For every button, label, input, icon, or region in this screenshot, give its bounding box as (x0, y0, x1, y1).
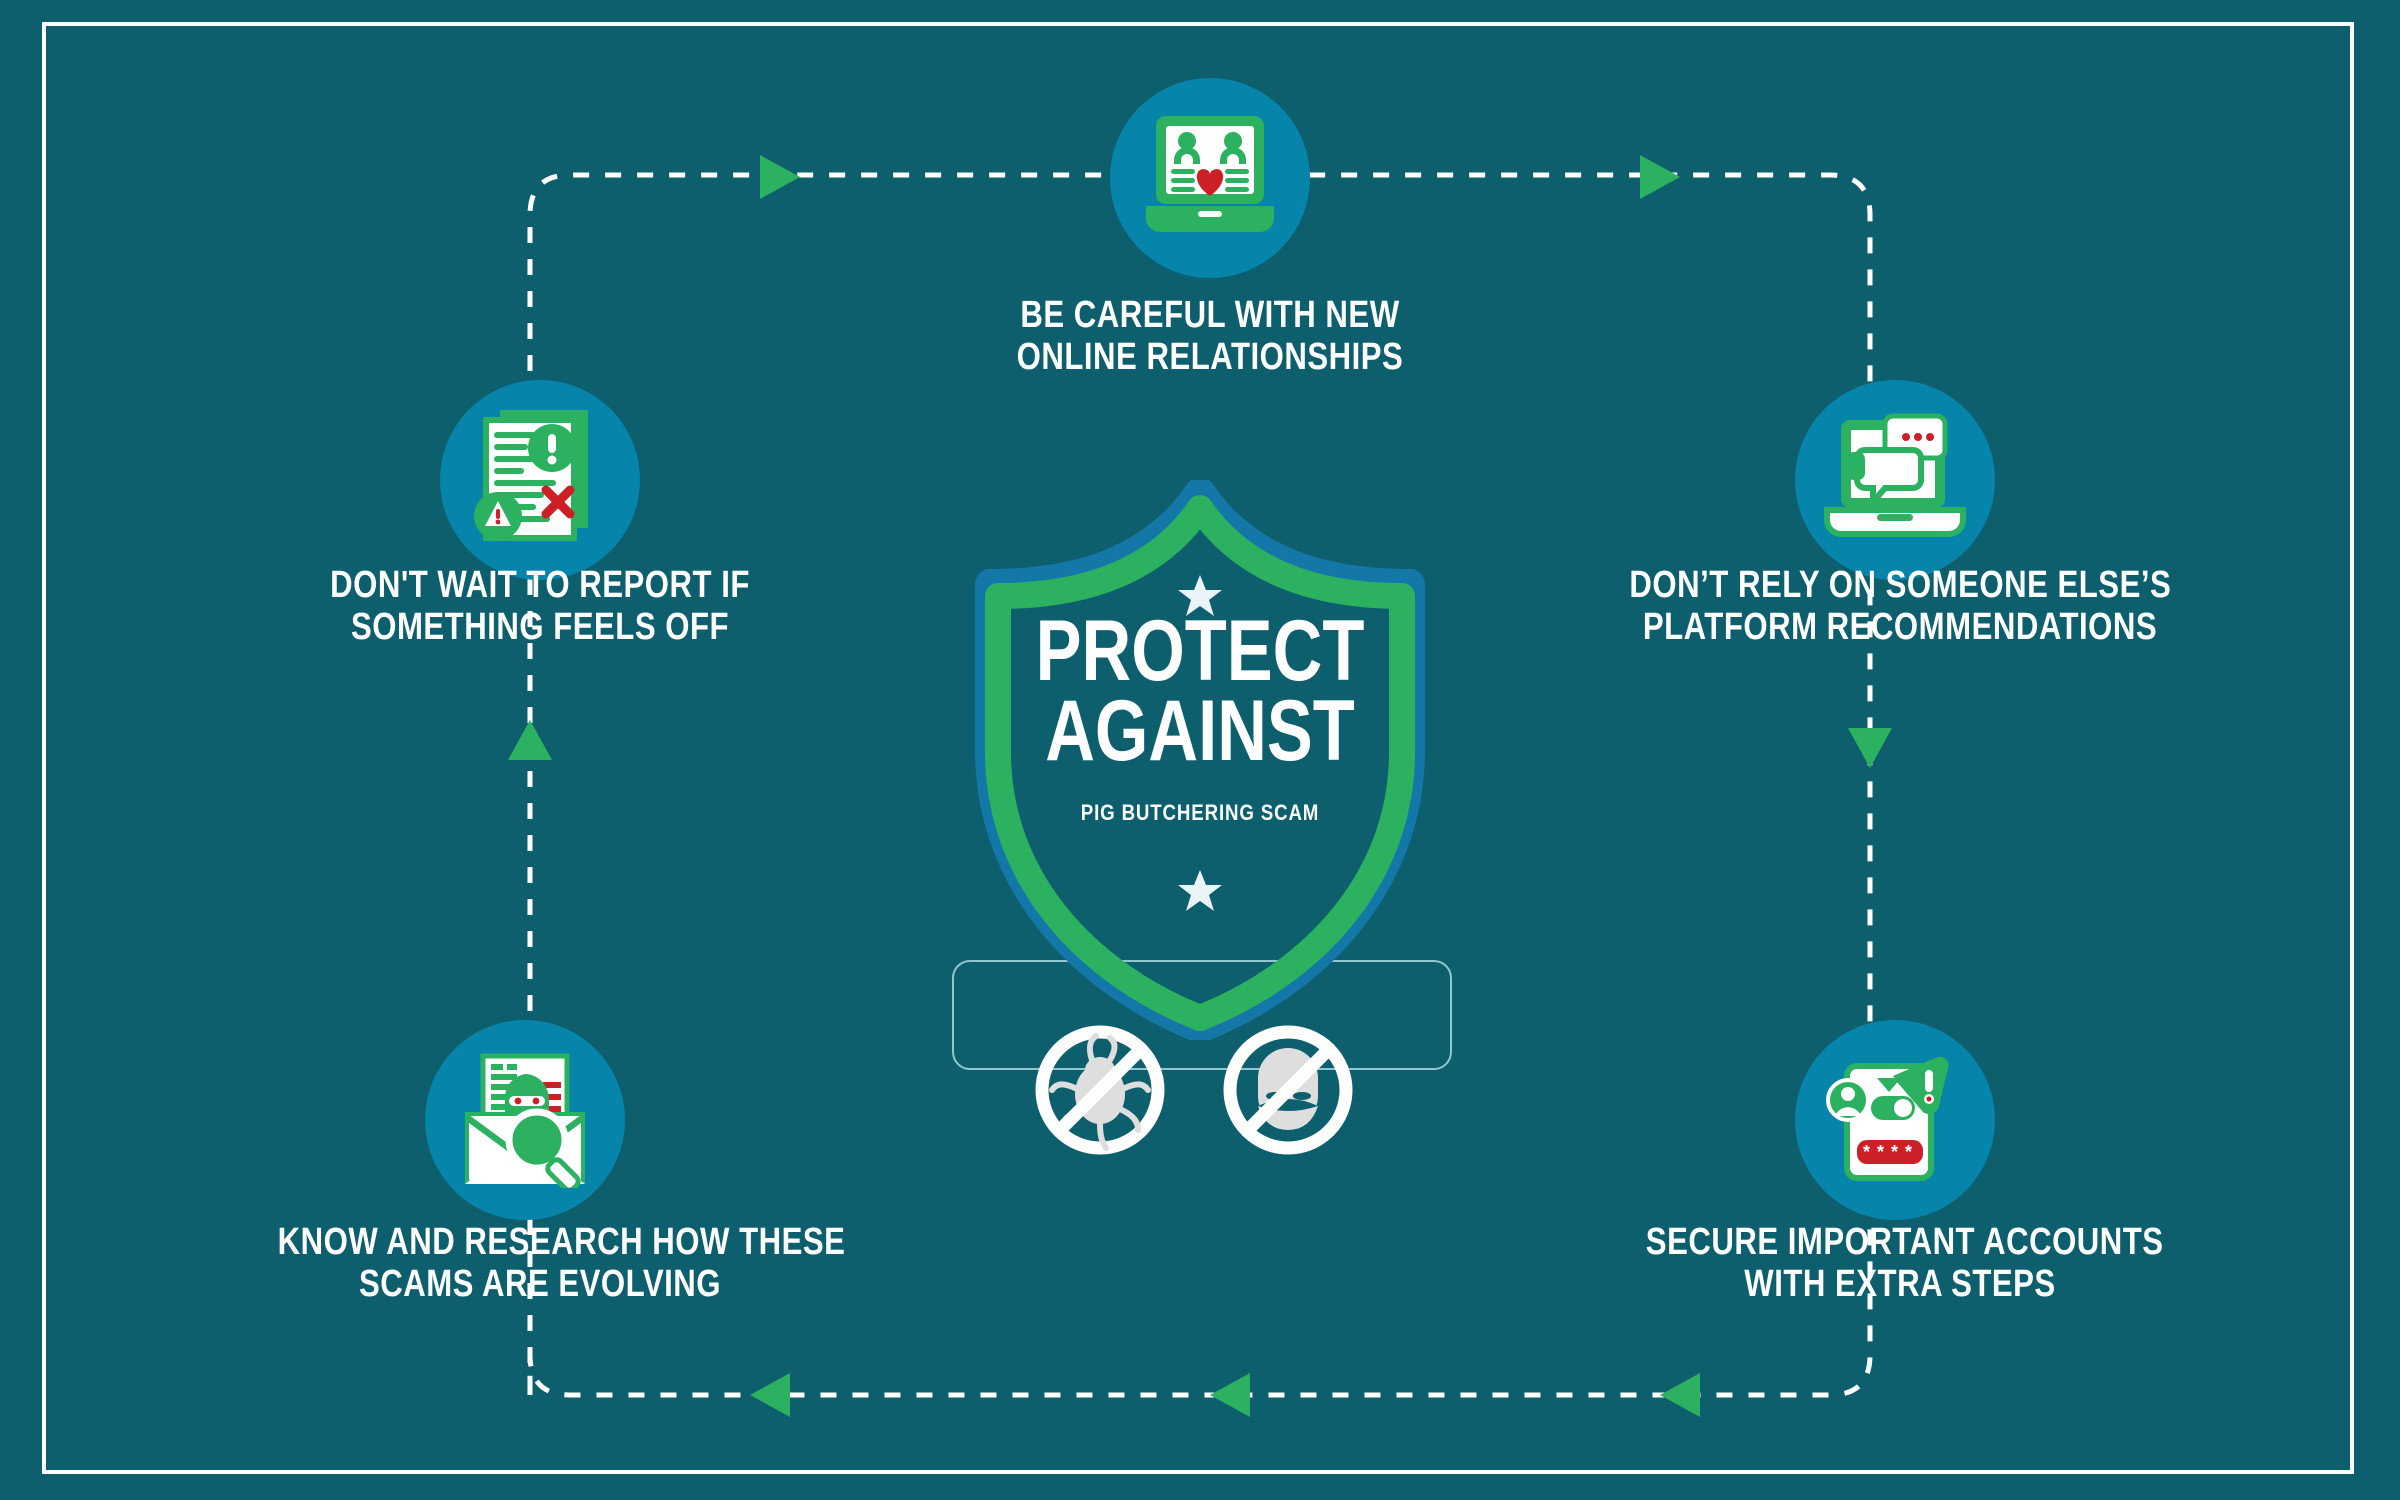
badge-holder-box (952, 960, 1452, 1070)
center-shield: PROTECT AGAINST PIG BUTCHERING SCAM (940, 480, 1460, 1040)
no-thief-badge (1223, 1025, 1353, 1155)
star-icon (1178, 575, 1222, 616)
caption-line-2: SCAMS ARE EVOLVING (358, 1262, 722, 1305)
caption-line-2: ONLINE RELATIONSHIPS (1016, 335, 1404, 378)
account-password-warning-icon: * * * * (1821, 1048, 1969, 1192)
shield-title-line-2: AGAINST (1045, 683, 1355, 779)
star-icon (1178, 870, 1222, 911)
document-alert-icon (472, 406, 612, 554)
caption-dont-wait-to-report: DON'T WAIT TO REPORT IF SOMETHING FEELS … (286, 564, 794, 649)
outer-frame-border (42, 22, 2354, 1474)
shield-outline (975, 480, 1425, 1040)
svg-text:*: * (1877, 1142, 1884, 1162)
caption-line-1: BE CAREFUL WITH NEW (1020, 294, 1400, 336)
caption-line-2: SOMETHING FEELS OFF (350, 605, 730, 648)
email-scam-magnifier-icon (451, 1052, 599, 1188)
caption-dont-rely-on-platform-recommendations: DON’T RELY ON SOMEONE ELSE’S PLATFORM RE… (1629, 564, 2172, 649)
caption-line-1: SECURE IMPORTANT ACCOUNTS (1645, 1221, 2164, 1263)
caption-know-and-research-scams: KNOW AND RESEARCH HOW THESE SCAMS ARE EV… (277, 1221, 846, 1306)
caption-line-1: DON'T WAIT TO REPORT IF (330, 564, 750, 606)
caption-line-1: KNOW AND RESEARCH HOW THESE (277, 1221, 846, 1263)
svg-text:*: * (1863, 1142, 1870, 1162)
caption-line-2: WITH EXTRA STEPS (1744, 1262, 2056, 1305)
svg-text:*: * (1891, 1142, 1898, 1162)
caption-line-2: PLATFORM RECOMMENDATIONS (1642, 605, 2158, 648)
caption-be-careful-new-online-relationships: BE CAREFUL WITH NEW ONLINE RELATIONSHIPS (956, 294, 1464, 379)
svg-text:*: * (1905, 1142, 1912, 1162)
caption-secure-important-accounts: SECURE IMPORTANT ACCOUNTS WITH EXTRA STE… (1645, 1221, 2164, 1306)
shield-subtitle: PIG BUTCHERING SCAM (1080, 800, 1320, 825)
caption-line-1: DON’T RELY ON SOMEONE ELSE’S (1629, 564, 2172, 606)
no-bug-badge (1035, 1025, 1165, 1155)
laptop-chat-icon (1821, 410, 1969, 550)
shield-title-line-1: PROTECT (1035, 603, 1365, 699)
laptop-heart-icon (1138, 108, 1282, 248)
